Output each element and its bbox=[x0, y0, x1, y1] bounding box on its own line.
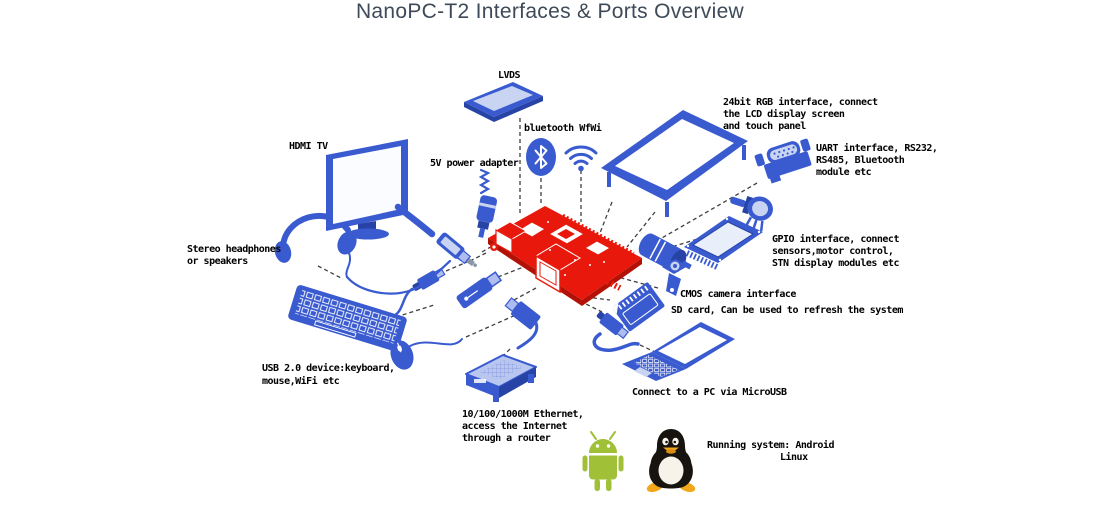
label-gpio-line1: GPIO interface, connect bbox=[772, 233, 899, 245]
microusb-cable bbox=[592, 311, 640, 352]
page-title: NanoPC-T2 Interfaces & Ports Overview bbox=[355, 0, 745, 23]
rj45-plug bbox=[504, 297, 541, 350]
label-ethernet-line3: through a router bbox=[462, 433, 551, 444]
label-gpio-line3: STN display modules etc bbox=[772, 257, 899, 269]
label-usb-devices-line2: mouse,WiFi etc bbox=[262, 375, 340, 387]
label-rgb-line2: the LCD display screen bbox=[723, 108, 845, 120]
label-uart-line3: module etc bbox=[816, 167, 872, 178]
usb-keyboard bbox=[288, 285, 414, 352]
label-running-system-line1: Running system: Android bbox=[707, 439, 834, 451]
bluetooth-icon bbox=[526, 138, 556, 176]
hdmi-tv bbox=[326, 139, 408, 240]
label-usb-devices-line1: USB 2.0 device:keyboard, bbox=[262, 362, 395, 374]
label-rgb-line3: and touch panel bbox=[723, 121, 806, 132]
laptop bbox=[622, 322, 735, 381]
tux-logo bbox=[646, 429, 696, 493]
sd-card bbox=[611, 282, 665, 332]
label-lvds: LVDS bbox=[498, 70, 521, 81]
labels: LVDS bluetooth WfWi 5V power adapter HDM… bbox=[187, 70, 938, 463]
power-plug bbox=[476, 168, 498, 238]
android-logo bbox=[582, 431, 624, 491]
uart-module bbox=[754, 138, 812, 184]
label-ethernet-line2: access the Internet bbox=[462, 421, 567, 432]
cmos-camera-module bbox=[662, 259, 688, 296]
usb-mouse bbox=[390, 338, 463, 370]
label-power-adapter: 5V power adapter bbox=[430, 158, 519, 169]
label-gpio-line2: sensors,motor control, bbox=[772, 246, 893, 257]
label-ethernet-line1: 10/100/1000M Ethernet, bbox=[462, 409, 583, 420]
wifi-icon bbox=[564, 145, 598, 172]
label-running-system-line2: Linux bbox=[780, 451, 808, 463]
gpio-display-module bbox=[684, 216, 763, 270]
potentiometer bbox=[730, 196, 773, 232]
label-uart-line1: UART interface, RS232, bbox=[816, 142, 937, 154]
label-rgb-line1: 24bit RGB interface, connect bbox=[723, 96, 878, 108]
label-sd-card: SD card, Can be used to refresh the syst… bbox=[671, 305, 903, 316]
label-uart-line2: RS485, Bluetooth bbox=[816, 155, 905, 166]
lvds-panel bbox=[464, 82, 543, 122]
label-headphones-line1: Stereo headphones bbox=[187, 244, 281, 255]
label-hdmi-tv: HDMI TV bbox=[289, 141, 328, 152]
usb-dongle bbox=[456, 271, 503, 309]
label-bluetooth-wifi: bluetooth WfWi bbox=[524, 122, 602, 134]
nanopc-board bbox=[488, 206, 642, 306]
label-microusb: Connect to a PC via MicroUSB bbox=[632, 386, 787, 398]
ethernet-router bbox=[465, 354, 537, 402]
label-cmos-camera: CMOS camera interface bbox=[680, 288, 796, 300]
lcd-touch-panel bbox=[601, 110, 748, 217]
hdmi-cable bbox=[394, 203, 472, 265]
label-headphones-line2: or speakers bbox=[187, 256, 248, 267]
